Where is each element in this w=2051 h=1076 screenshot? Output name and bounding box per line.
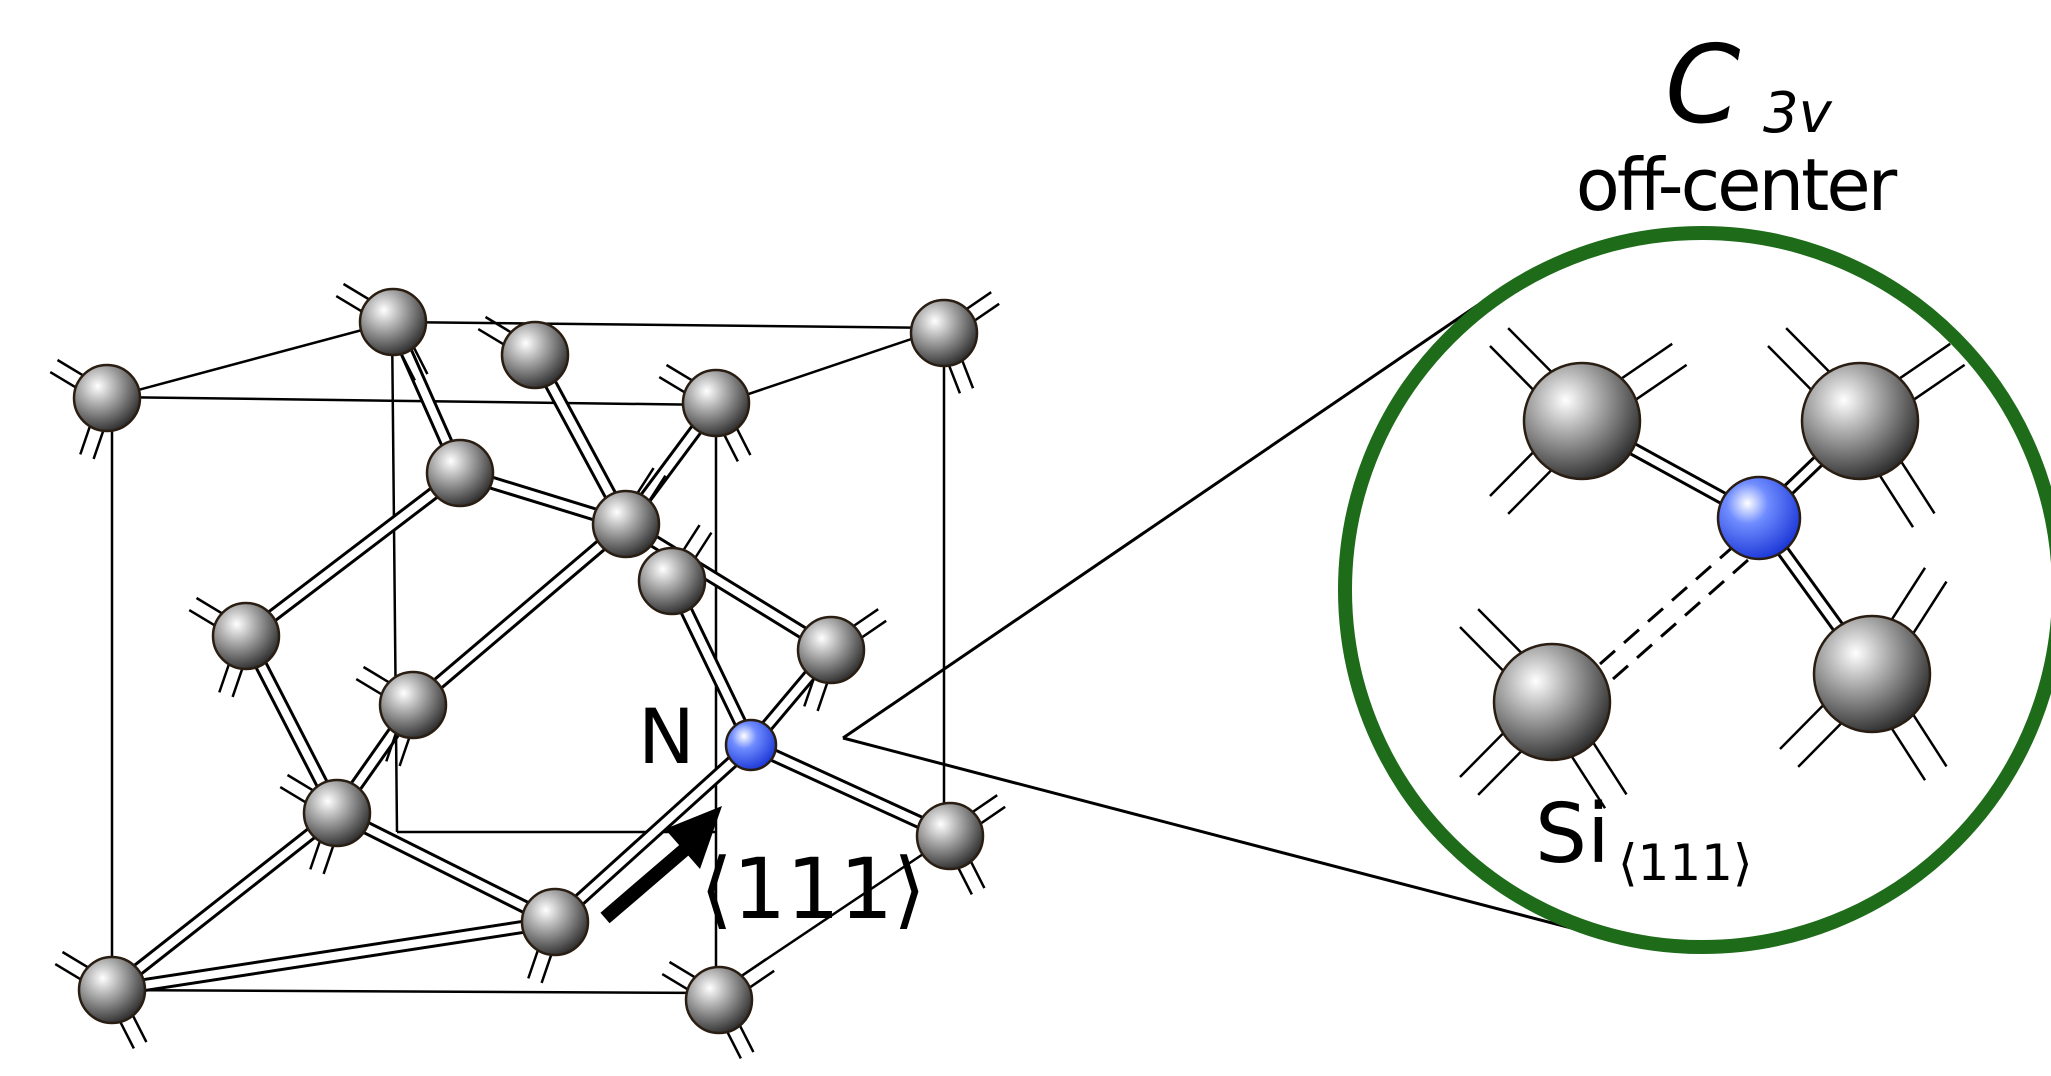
nitrogen-atom — [724, 718, 778, 772]
cell-edge — [715, 326, 945, 407]
si-atom — [425, 438, 495, 508]
si-atom — [591, 489, 661, 559]
lattice-atoms — [72, 287, 985, 1035]
direction-label: ⟨111⟩ — [700, 840, 926, 938]
bond-n-a7 — [748, 738, 953, 843]
bond-a2-a5 — [408, 518, 631, 711]
bond-b1-c6 — [110, 915, 557, 997]
si-direction-subscript: ⟨111⟩ — [1618, 834, 1752, 892]
si-atom — [684, 965, 754, 1035]
si-atom — [302, 778, 372, 848]
cell-edge — [391, 320, 945, 330]
bond-n-b1 — [550, 739, 756, 928]
si-atom — [378, 670, 448, 740]
bond-a1-a4 — [241, 467, 465, 642]
impurity-label: N — [638, 692, 695, 781]
si-atom — [77, 955, 147, 1025]
cell-edge — [111, 320, 393, 399]
si-atom — [637, 546, 707, 616]
zoom-line-upper — [842, 303, 1479, 740]
direction-arrow — [600, 806, 722, 924]
zoom-line-lower — [842, 736, 1649, 950]
zoom-si-atom — [1492, 642, 1612, 762]
cell-edge — [111, 988, 717, 995]
zoom-nitrogen-atom — [1716, 475, 1802, 561]
bond-a2-a6 — [622, 518, 835, 656]
cell-edge — [111, 395, 717, 407]
zoom-projection-lines — [842, 303, 1649, 950]
zoom-si-atom — [1812, 614, 1932, 734]
symmetry-label-main: C — [1665, 23, 1741, 148]
si-atom — [915, 801, 985, 871]
si-atom — [520, 887, 590, 957]
si-atom — [681, 368, 751, 438]
si-atom — [500, 320, 570, 390]
si-atom — [72, 363, 142, 433]
symmetry-label-subscript: 3v — [1763, 81, 1833, 146]
cell-edge — [390, 321, 399, 833]
bond-a8-b1 — [333, 806, 559, 929]
si-atom — [358, 287, 428, 357]
si-atom — [909, 298, 979, 368]
si-atom — [796, 615, 866, 685]
zoom-detail — [1459, 327, 1966, 809]
site-label: off-center — [1576, 143, 1898, 227]
si-atom — [211, 601, 281, 671]
bond-a8-c6 — [107, 807, 342, 996]
zoom-si-atom — [1800, 361, 1920, 481]
zoom-si-atom — [1522, 361, 1642, 481]
si-label: Si — [1535, 787, 1610, 882]
